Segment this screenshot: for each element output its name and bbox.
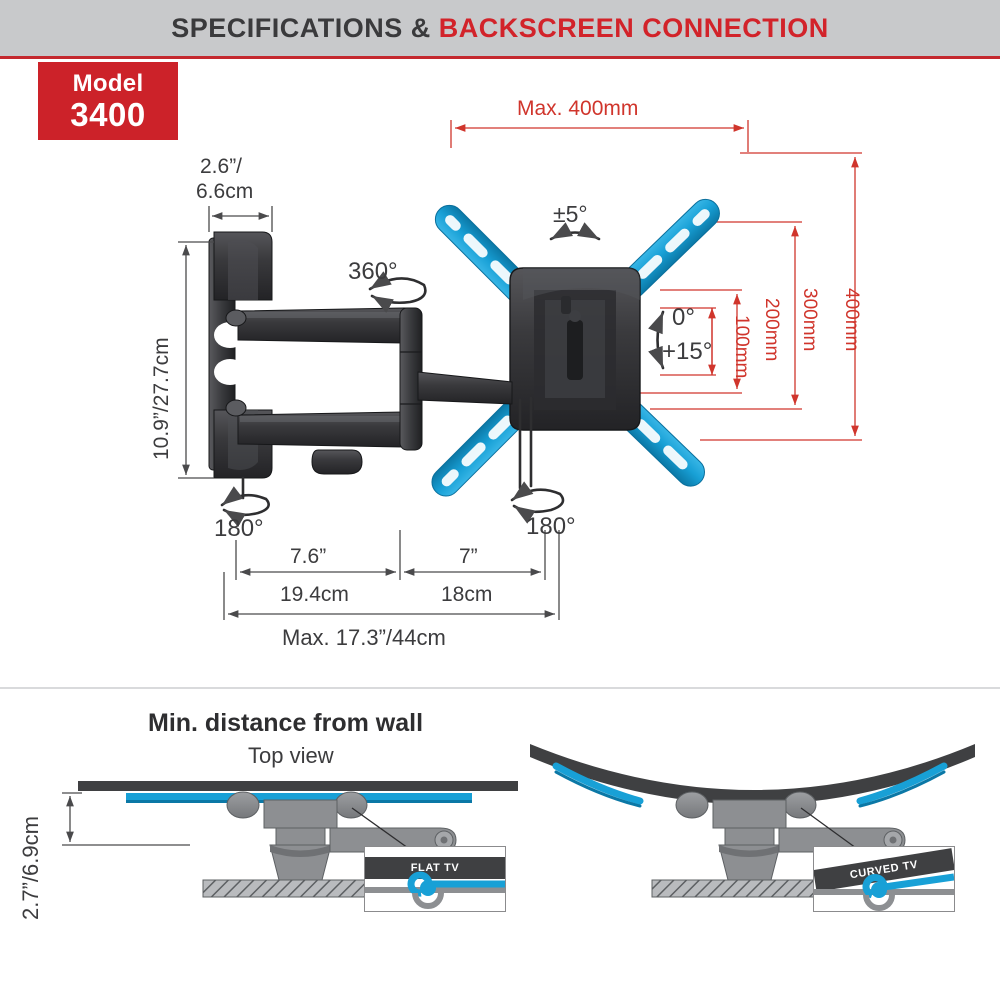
rotation-angle-label: 360°	[348, 258, 398, 285]
center-mount-plate	[509, 267, 641, 431]
arm-segment2-cm-label: 18cm	[441, 583, 493, 606]
vesa-max-width-label: Max. 400mm	[517, 97, 639, 120]
plate-depth-label-line2: 6.6cm	[196, 180, 254, 203]
total-extension-label: Max. 17.3”/44cm	[282, 625, 446, 650]
flat-tv-callout: FLAT TV	[364, 846, 506, 912]
page-title-primary: SPECIFICATIONS &	[171, 12, 431, 43]
flat-tv-top-view	[62, 781, 518, 898]
header-divider	[0, 56, 1000, 59]
model-badge: Model 3400	[38, 62, 178, 140]
model-badge-number: 3400	[70, 95, 146, 133]
vesa-height-200-label: 200mm	[761, 298, 782, 362]
vesa-height-400-label: 400mm	[841, 288, 862, 352]
swivel-top-angle-label: ±5°	[553, 201, 588, 227]
curved-tv-callout: CURVED TV	[813, 846, 955, 912]
vesa-height-100-label: 100mm	[731, 315, 752, 379]
plate-depth-label-line1: 2.6”/	[200, 155, 243, 178]
plate-height-label: 10.9”/27.7cm	[150, 337, 173, 460]
model-badge-label: Model	[72, 69, 144, 97]
page-header: SPECIFICATIONS & BACKSCREEN CONNECTION	[0, 0, 1000, 56]
flat-tv-callout-label: FLAT TV	[410, 862, 460, 874]
swivel-right-angle-label: 180°	[526, 513, 576, 540]
arm-segment2-inch-label: 7”	[459, 545, 478, 568]
curved-tv-top-view	[530, 744, 975, 898]
arm-segment1-inch-label: 7.6”	[290, 545, 327, 568]
bottom-section-subtitle: Top view	[248, 743, 334, 768]
arm-segment1-cm-label: 19.4cm	[280, 583, 349, 606]
tilt-plus-angle-label: +15°	[662, 338, 713, 365]
page-title-accent: BACKSCREEN CONNECTION	[438, 12, 829, 43]
angle-indicator-arrows	[220, 222, 665, 528]
bottom-section-title: Min. distance from wall	[148, 709, 424, 737]
wall-mount-assembly	[208, 231, 513, 479]
swivel-left-angle-label: 180°	[214, 515, 264, 542]
wall-distance-label: 2.7”/6.9cm	[18, 816, 43, 920]
overall-dimension-lines	[178, 206, 560, 620]
vesa-height-300-label: 300mm	[799, 288, 820, 352]
tilt-zero-angle-label: 0°	[672, 304, 695, 331]
page-title: SPECIFICATIONS & BACKSCREEN CONNECTION	[171, 13, 829, 44]
